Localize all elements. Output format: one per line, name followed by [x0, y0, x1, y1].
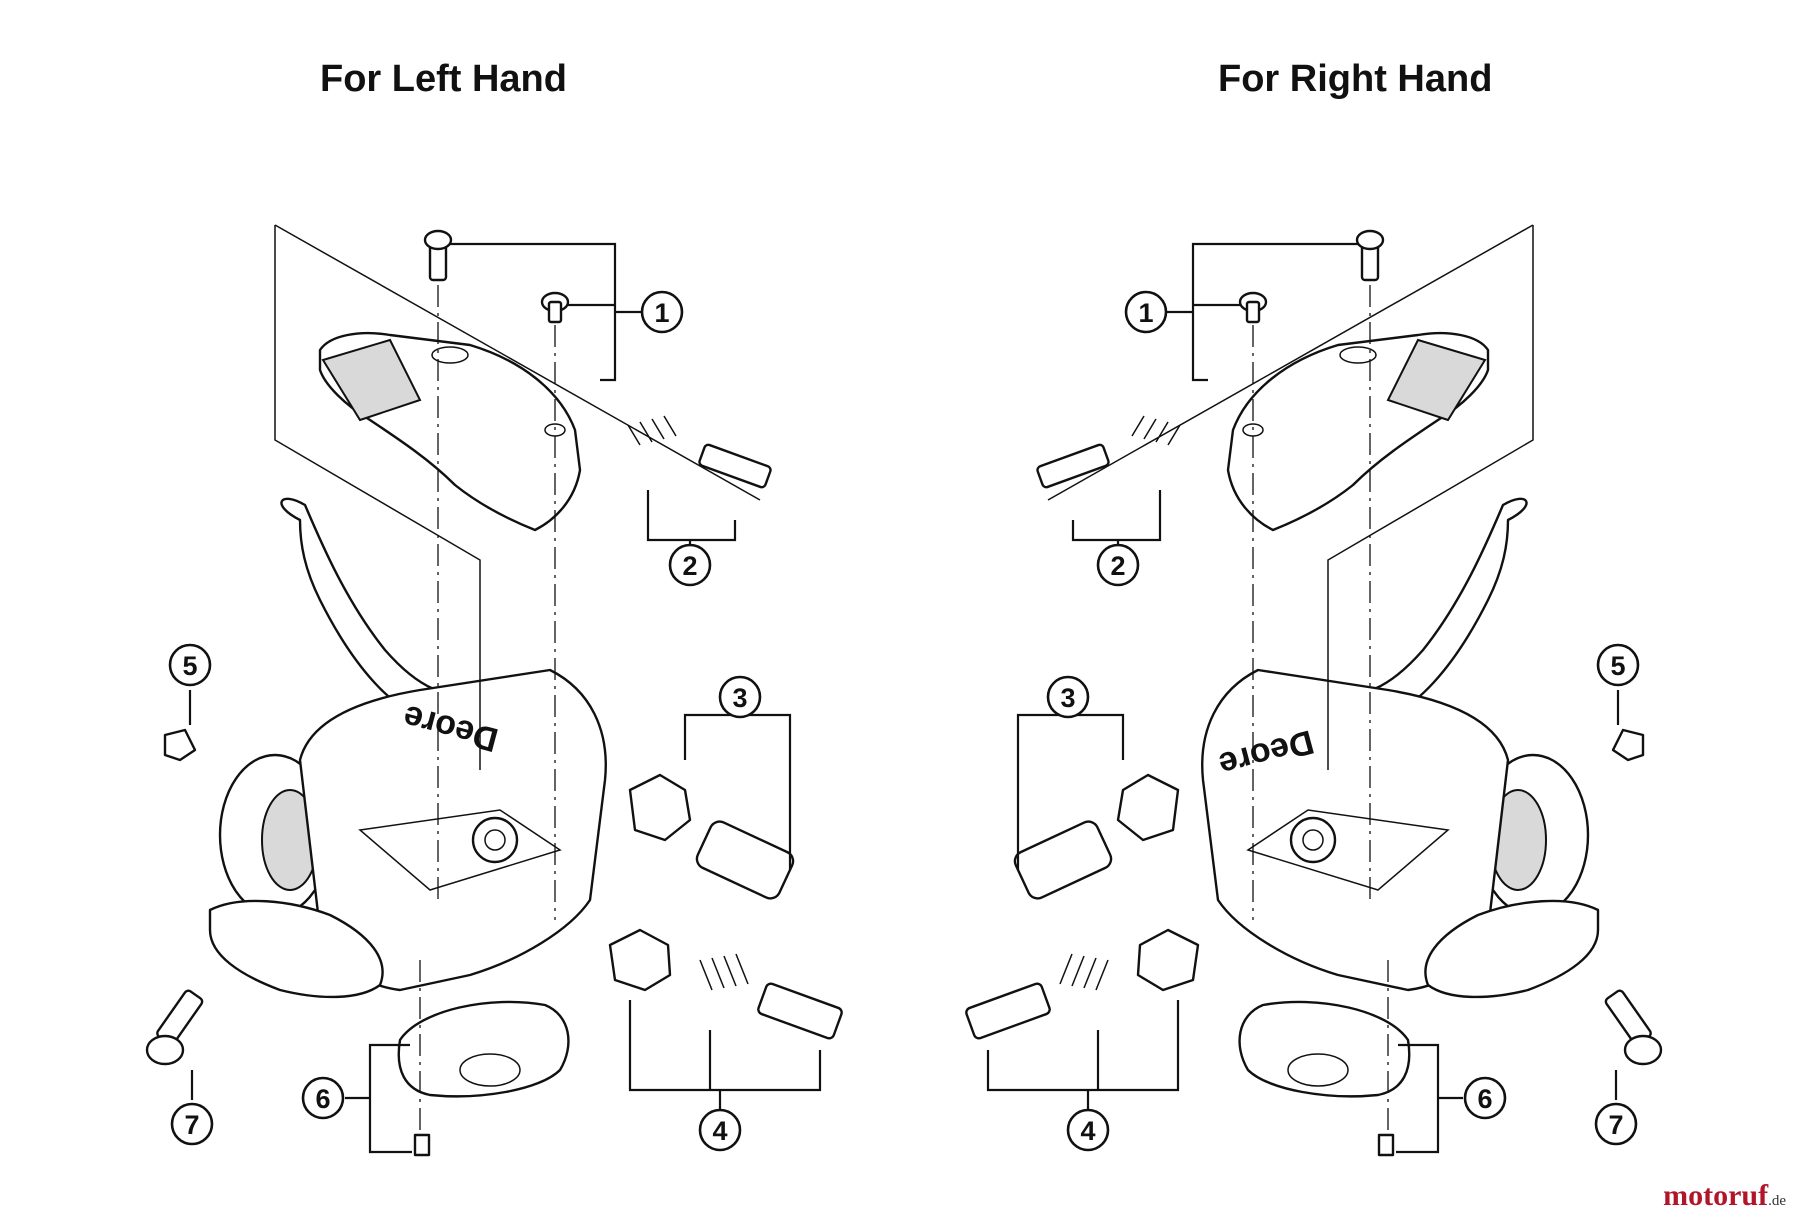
callout-7-right: 7	[1594, 1102, 1638, 1146]
svg-text:7: 7	[1608, 1110, 1623, 1140]
watermark: motoruf.de	[1663, 1179, 1786, 1213]
left-hand-assembly: Deore	[145, 223, 845, 1157]
title-left-hand: For Left Hand	[320, 58, 567, 100]
svg-text:6: 6	[1477, 1084, 1492, 1114]
svg-text:6: 6	[315, 1084, 330, 1114]
callout-5-left: 5	[168, 643, 212, 687]
svg-text:5: 5	[182, 651, 197, 681]
callout-4-left: 4	[698, 1108, 742, 1152]
callout-2-right: 2	[1096, 543, 1140, 587]
svg-text:3: 3	[1060, 683, 1075, 713]
svg-text:3: 3	[732, 683, 747, 713]
svg-text:7: 7	[184, 1110, 199, 1140]
callout-1-right: 1	[1124, 290, 1168, 334]
svg-text:1: 1	[654, 298, 669, 328]
svg-text:2: 2	[1110, 551, 1125, 581]
watermark-tld: .de	[1768, 1193, 1786, 1209]
svg-text:1: 1	[1138, 298, 1153, 328]
svg-text:2: 2	[682, 551, 697, 581]
svg-text:4: 4	[1080, 1116, 1095, 1146]
callout-2-left: 2	[668, 543, 712, 587]
svg-text:4: 4	[712, 1116, 727, 1146]
callout-3-right: 3	[1046, 675, 1090, 719]
title-right-hand: For Right Hand	[1218, 58, 1493, 100]
callout-5-right: 5	[1596, 643, 1640, 687]
callout-3-left: 3	[718, 675, 762, 719]
callout-7-left: 7	[170, 1102, 214, 1146]
callout-4-right: 4	[1066, 1108, 1110, 1152]
callout-6-left: 6	[301, 1076, 345, 1120]
watermark-name: motoruf	[1663, 1179, 1769, 1212]
svg-text:5: 5	[1610, 651, 1625, 681]
callout-6-right: 6	[1463, 1076, 1507, 1120]
callout-1-left: 1	[640, 290, 684, 334]
